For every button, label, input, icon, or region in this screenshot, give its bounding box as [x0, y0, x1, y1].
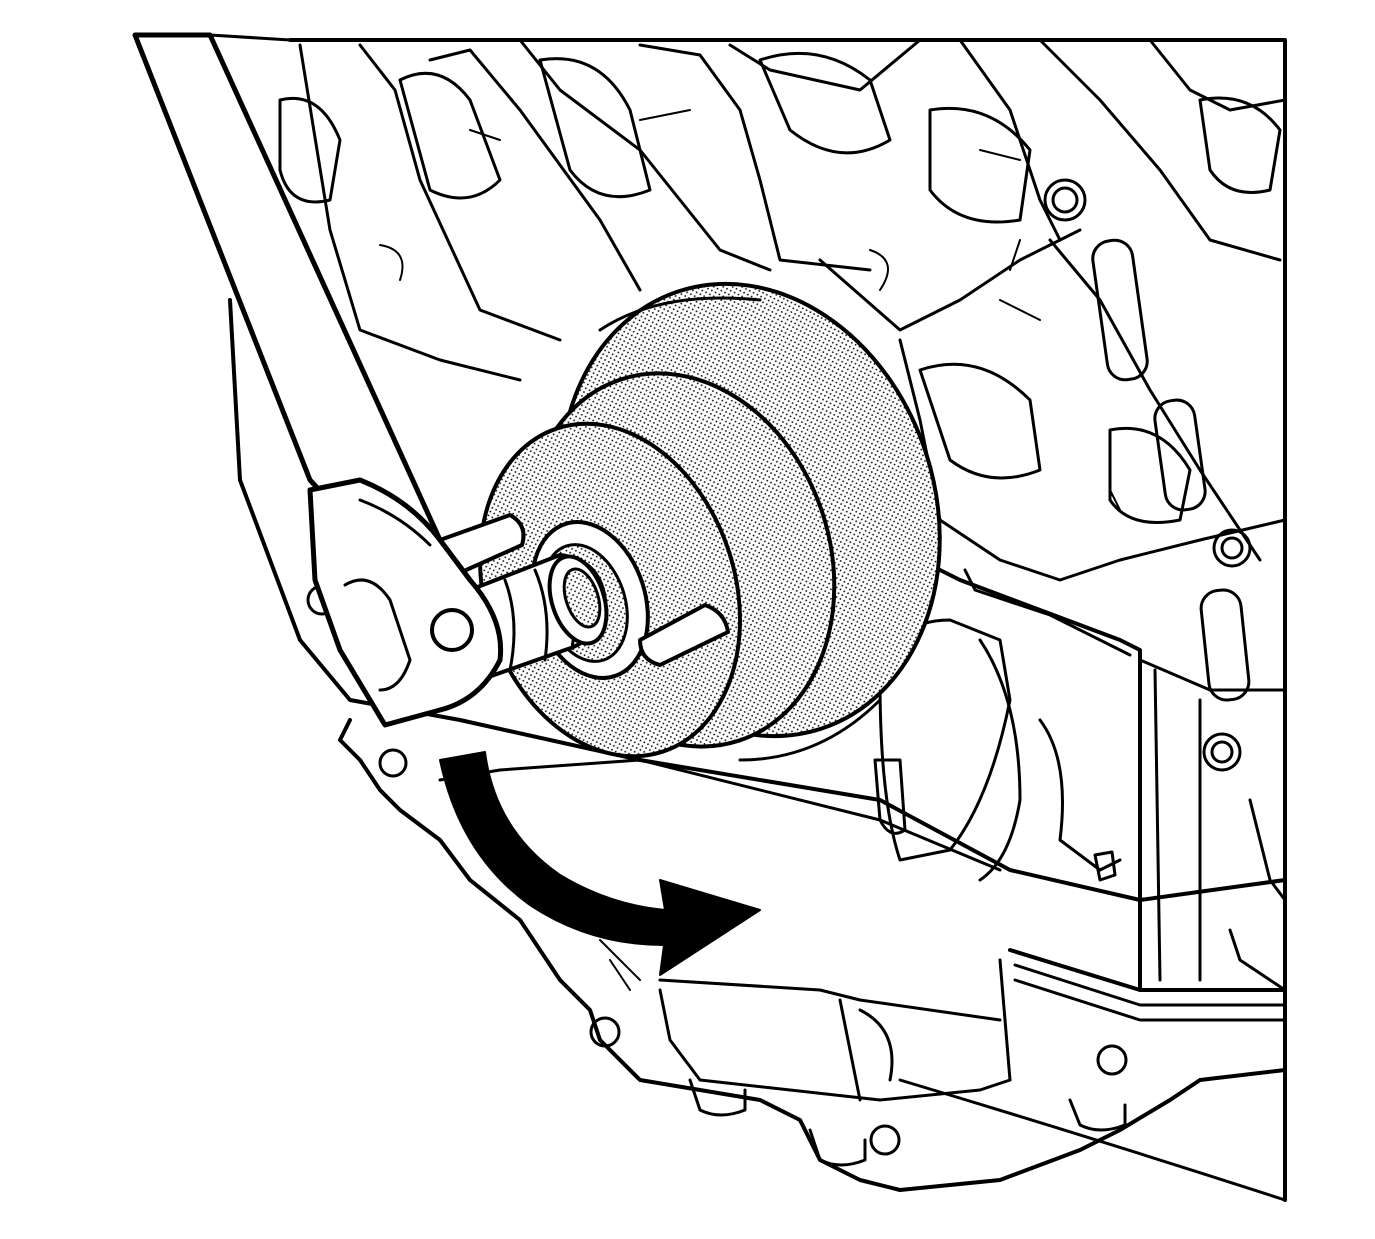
clockwise-rotation-arrow [439, 751, 761, 976]
wrench-handle [132, 32, 504, 728]
engine-block [208, 33, 1287, 1202]
balancer-installer-tool [438, 513, 730, 682]
crankshaft-balancer [478, 281, 942, 762]
